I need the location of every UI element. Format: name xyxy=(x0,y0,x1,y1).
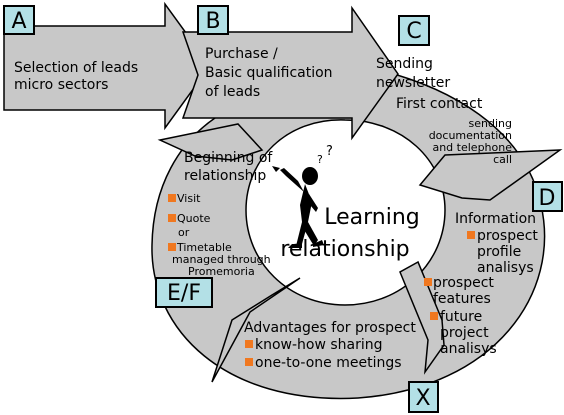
orange-square-bullet-icon xyxy=(467,231,475,239)
stage-d-b1-line2: profile xyxy=(477,244,521,260)
orange-square-bullet-icon xyxy=(424,278,432,286)
stage-c-line2: newsletter xyxy=(376,75,450,91)
stage-ef-or: or xyxy=(178,226,190,239)
stage-b-line3: of leads xyxy=(205,84,260,100)
badge-c-label: C xyxy=(406,19,421,44)
badge-b: B xyxy=(197,5,229,35)
stage-c-line3: First contact xyxy=(396,96,483,112)
badge-d-label: D xyxy=(539,186,556,211)
orange-square-bullet-icon xyxy=(245,340,253,348)
arrow-x-to-ef xyxy=(211,277,301,383)
stage-ef-b3-line1: Timetable xyxy=(176,241,232,254)
badge-x-label: X xyxy=(415,386,430,411)
stage-c-note3: and telephone xyxy=(432,141,512,154)
stage-d-b1-line1: prospect xyxy=(477,228,538,244)
stage-d-b3-line3: analisys xyxy=(440,341,497,357)
badge-x: X xyxy=(408,381,439,413)
center-title-line2: relationship xyxy=(280,237,409,262)
stage-ef-title-line1: Beginning of xyxy=(184,150,273,166)
stage-c-note2: documentation xyxy=(429,129,512,142)
orange-square-bullet-icon xyxy=(168,194,176,202)
stage-b-line1: Purchase / xyxy=(205,46,278,62)
badge-b-label: B xyxy=(205,9,220,34)
stage-x-b1: know-how sharing xyxy=(255,337,383,353)
orange-square-bullet-icon xyxy=(168,243,176,251)
stage-b-line2: Basic qualification xyxy=(205,65,333,81)
stage-d-b2-line1: prospect xyxy=(433,275,494,291)
stage-a-line1: Selection of leads xyxy=(14,60,138,76)
arrow-ef-to-b xyxy=(157,123,264,161)
stage-d-b3-line1: future xyxy=(440,309,482,325)
stage-ef-b3-line3: Promemoria xyxy=(188,265,255,278)
arrow-c-to-d xyxy=(418,149,563,201)
question-mark-large: ? xyxy=(326,144,333,159)
arrow-a xyxy=(3,1,211,131)
stage-c-line1: Sending xyxy=(376,56,433,72)
orange-square-bullet-icon xyxy=(168,214,176,222)
stage-d-b2-line2: features xyxy=(433,291,491,307)
thinking-person-icon: ? ? xyxy=(272,144,333,248)
stage-a-line2: micro sectors xyxy=(14,77,108,93)
stage-ef-b3-line2: managed through xyxy=(172,253,271,266)
stage-d-title: Information xyxy=(455,211,536,227)
orange-square-bullet-icon xyxy=(245,358,253,366)
badge-a-label: A xyxy=(11,9,26,34)
badge-d: D xyxy=(532,181,563,212)
badge-ef-label: E/F xyxy=(167,281,201,306)
stage-d-b3-line2: project xyxy=(440,325,489,341)
stage-x-title: Advantages for prospect xyxy=(244,320,416,336)
stage-x-b2: one-to-one meetings xyxy=(255,355,402,371)
stage-c-note1: sending xyxy=(469,117,512,130)
stage-ef-title-line2: relationship xyxy=(184,168,266,184)
stage-c-note4: call xyxy=(493,153,512,166)
badge-c: C xyxy=(398,15,430,46)
stage-d-b1-line3: analisys xyxy=(477,260,534,276)
badge-ef: E/F xyxy=(155,277,213,308)
center-title-line1: Learning xyxy=(324,205,420,230)
badge-a: A xyxy=(3,5,35,35)
question-mark-small: ? xyxy=(317,153,323,166)
stage-ef-b1: Visit xyxy=(177,192,201,205)
arrow-b xyxy=(181,5,399,141)
stage-ef-b2: Quote xyxy=(177,212,211,225)
arrow-d-to-x xyxy=(399,260,445,375)
orange-square-bullet-icon xyxy=(430,312,438,320)
